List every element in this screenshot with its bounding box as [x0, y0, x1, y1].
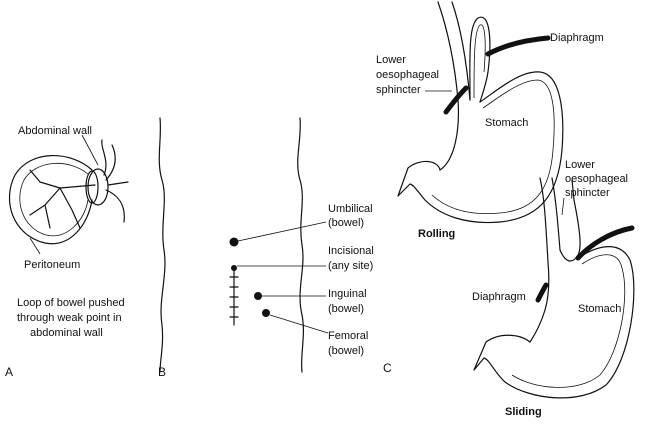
sliding-stomach-outer: [473, 246, 635, 399]
sliding-sphincter-label-1: Lower: [565, 159, 595, 171]
peritoneum-inner-line: [19, 162, 89, 237]
rolling-herniated-pouch: [469, 16, 491, 103]
label-inguinal-sub: (bowel): [328, 303, 364, 315]
rolling-stomach-label: Stomach: [485, 117, 528, 129]
inguinal-site-dot: [254, 292, 262, 300]
sliding-stomach-label: Stomach: [578, 303, 621, 315]
sliding-sphincter-label-3: sphincter: [565, 187, 610, 199]
label-incisional-sub: (any site): [328, 260, 373, 272]
panel-letter-c: C: [383, 361, 392, 375]
label-incisional: Incisional: [328, 245, 374, 257]
label-umbilical: Umbilical: [328, 203, 373, 215]
sliding-diaphragm-left: [535, 282, 549, 303]
panel-letter-b: B: [158, 365, 166, 379]
label-umbilical-sub: (bowel): [328, 217, 364, 229]
abdominal-wall-ring-inner: [85, 170, 99, 204]
sliding-diaphragm-label: Diaphragm: [472, 291, 526, 303]
rolling-sphincter-label-3: sphincter: [376, 84, 421, 96]
caption-line-1: Loop of bowel pushed: [17, 297, 125, 309]
rolling-oesophagus-right: [451, 1, 471, 101]
panel-letter-a: A: [5, 365, 13, 379]
rolling-hernia-illustration: [397, 1, 564, 224]
femoral-leader: [269, 314, 329, 334]
rolling-oesophagus-left: [437, 1, 460, 171]
label-femoral-sub: (bowel): [328, 345, 364, 357]
rolling-diaphragm-left: [443, 85, 469, 115]
sliding-oesophagus-right: [551, 177, 561, 251]
rolling-sphincter-label-1: Lower: [376, 54, 406, 66]
umbilical-site-dot: [229, 237, 239, 247]
abdominal-wall-leader: [81, 134, 99, 166]
label-inguinal: Inguinal: [328, 288, 367, 300]
sliding-sphincter-label-2: oesophageal: [565, 173, 628, 185]
label-femoral: Femoral: [328, 330, 368, 342]
sliding-stomach-inner: [511, 254, 626, 388]
sliding-oesophagus-left: [539, 177, 550, 311]
rolling-stomach-outer: [397, 71, 564, 224]
abdominal-wall-ring: [87, 168, 109, 206]
label-abdominal-wall: Abdominal wall: [18, 125, 92, 137]
rolling-title: Rolling: [418, 228, 455, 240]
incision-stitches: [229, 276, 239, 318]
rolling-diaphragm-right: [485, 35, 551, 57]
hernia-sac: [8, 155, 93, 245]
incisional-site-dot: [231, 265, 237, 271]
sliding-hernia-illustration: [473, 177, 635, 399]
umbilical-leader: [237, 221, 327, 242]
mesentery-vessels: [101, 139, 129, 223]
rolling-stomach-inner: [431, 79, 555, 215]
sliding-diaphragm-right: [575, 225, 635, 261]
bowel-vessels: [29, 169, 96, 229]
peritoneum-leader: [29, 237, 41, 255]
label-peritoneum: Peritoneum: [24, 259, 80, 271]
torso-right-outline: [297, 117, 305, 373]
femoral-site-dot: [262, 309, 270, 317]
rolling-diaphragm-label: Diaphragm: [550, 32, 604, 44]
panel-a-illustration: [8, 134, 129, 255]
panel-b-body-outline: [158, 117, 329, 373]
sliding-sphincter-leader: [561, 197, 565, 216]
rolling-pouch-inner: [473, 24, 486, 99]
sliding-title: Sliding: [505, 406, 542, 418]
rolling-sphincter-label-2: oesophageal: [376, 69, 439, 81]
caption-line-2: through weak point in: [17, 312, 122, 324]
torso-left-outline: [158, 117, 166, 373]
caption-line-3: abdominal wall: [30, 327, 103, 339]
